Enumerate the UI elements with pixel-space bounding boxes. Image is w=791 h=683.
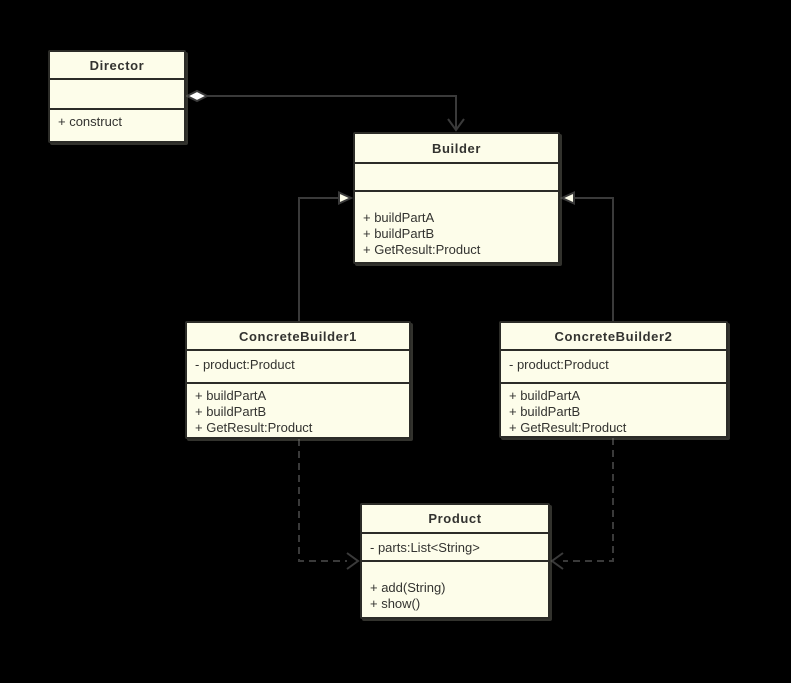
- class-builder-methods: + buildPartA + buildPartB + GetResult:Pr…: [355, 192, 558, 262]
- class-product-methods: + add(String) + show(): [362, 562, 548, 617]
- method-line: + buildPartA: [195, 388, 267, 403]
- generalization-line: [298, 197, 339, 321]
- class-product-attributes: - parts:List<String>: [362, 534, 548, 562]
- method-line: + add(String): [370, 580, 446, 595]
- aggregation-line: [207, 95, 457, 129]
- method-line: + GetResult:Product: [509, 420, 627, 435]
- class-concretebuilder1-methods: + buildPartA + buildPartB + GetResult:Pr…: [187, 384, 409, 437]
- method-line: + GetResult:Product: [363, 242, 481, 257]
- open-arrowhead-left-icon: [550, 552, 564, 570]
- class-concretebuilder1-attributes: - product:Product: [187, 351, 409, 384]
- class-concretebuilder2-title: ConcreteBuilder2: [501, 323, 726, 351]
- class-director-title: Director: [50, 52, 184, 80]
- method-line: + buildPartB: [509, 404, 581, 419]
- hollow-triangle-right-icon: [338, 190, 354, 206]
- dependency-concretebuilder1-product: [298, 439, 360, 570]
- attribute-line: - product:Product: [509, 357, 609, 372]
- class-concretebuilder2-methods: + buildPartA + buildPartB + GetResult:Pr…: [501, 384, 726, 436]
- method-line: + buildPartB: [195, 404, 267, 419]
- method-line: + GetResult:Product: [195, 420, 313, 435]
- attribute-line: - product:Product: [195, 357, 295, 372]
- open-arrowhead-right-icon: [346, 552, 360, 570]
- generalization-concretebuilder1-builder: [298, 190, 354, 321]
- class-product: Product - parts:List<String> + add(Strin…: [360, 503, 550, 619]
- dependency-dashed-line: [563, 438, 614, 562]
- class-director-methods: + construct: [50, 110, 184, 141]
- class-director: Director + construct: [48, 50, 186, 143]
- aggregation-diamond-icon: [184, 89, 210, 103]
- method-line: + buildPartB: [363, 226, 435, 241]
- class-concretebuilder1-title: ConcreteBuilder1: [187, 323, 409, 351]
- open-arrowhead-down-icon: [447, 118, 465, 132]
- method-line: + buildPartA: [509, 388, 581, 403]
- method-line: + construct: [58, 114, 122, 129]
- class-builder-attributes: [355, 164, 558, 192]
- dependency-concretebuilder2-product: [550, 438, 614, 570]
- method-line: + show(): [370, 596, 421, 611]
- class-concretebuilder2: ConcreteBuilder2 - product:Product + bui…: [499, 321, 728, 438]
- class-builder: Builder + buildPartA + buildPartB + GetR…: [353, 132, 560, 264]
- class-concretebuilder2-attributes: - product:Product: [501, 351, 726, 384]
- class-concretebuilder1: ConcreteBuilder1 - product:Product + bui…: [185, 321, 411, 439]
- class-director-attributes: [50, 80, 184, 110]
- dependency-dashed-line: [298, 439, 347, 562]
- generalization-concretebuilder2-builder: [559, 190, 614, 321]
- aggregation-director-builder: [184, 89, 465, 132]
- class-builder-title: Builder: [355, 134, 558, 164]
- generalization-line: [574, 197, 614, 321]
- hollow-triangle-left-icon: [559, 190, 575, 206]
- attribute-line: - parts:List<String>: [370, 540, 480, 555]
- method-line: + buildPartA: [363, 210, 435, 225]
- class-product-title: Product: [362, 505, 548, 534]
